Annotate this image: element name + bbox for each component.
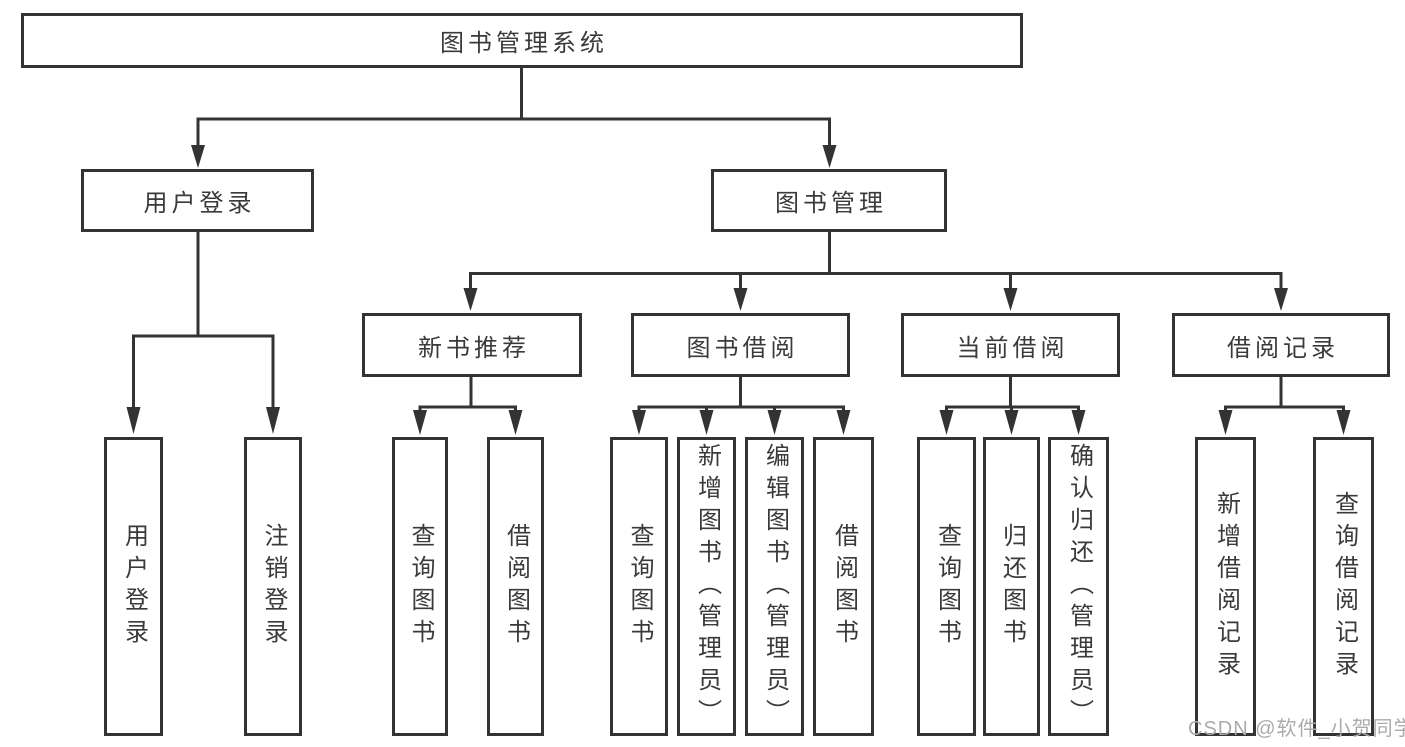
node-user-login: 用户登录	[81, 169, 314, 232]
leaf-logout: 注销登录	[244, 437, 302, 736]
leaf-return-books: 归还图书	[983, 437, 1040, 736]
leaf-user-login: 用户登录	[104, 437, 163, 736]
leaf-add-borrow-record: 新增借阅记录	[1195, 437, 1256, 736]
leaf-borrow-books-borrowing: 借阅图书	[813, 437, 874, 736]
leaf-query-books-recommend: 查询图书	[392, 437, 448, 736]
leaf-query-borrow-record: 查询借阅记录	[1313, 437, 1374, 736]
node-current-borrowing: 当前借阅	[901, 313, 1120, 377]
watermark: CSDN @软件_小贺同学	[1188, 718, 1405, 740]
leaf-borrow-books-recommend: 借阅图书	[487, 437, 544, 736]
node-borrowing-records: 借阅记录	[1172, 313, 1390, 377]
leaf-query-books-current: 查询图书	[917, 437, 976, 736]
node-library-management-system: 图书管理系统	[21, 13, 1023, 68]
node-book-borrowing: 图书借阅	[631, 313, 850, 377]
leaf-query-books-borrowing: 查询图书	[610, 437, 668, 736]
leaf-add-book-admin: 新增图书（管理员）	[677, 437, 736, 736]
node-new-book-recommendation: 新书推荐	[362, 313, 582, 377]
leaf-confirm-return-admin: 确认归还（管理员）	[1048, 437, 1109, 736]
node-book-management: 图书管理	[711, 169, 947, 232]
leaf-edit-book-admin: 编辑图书（管理员）	[745, 437, 804, 736]
